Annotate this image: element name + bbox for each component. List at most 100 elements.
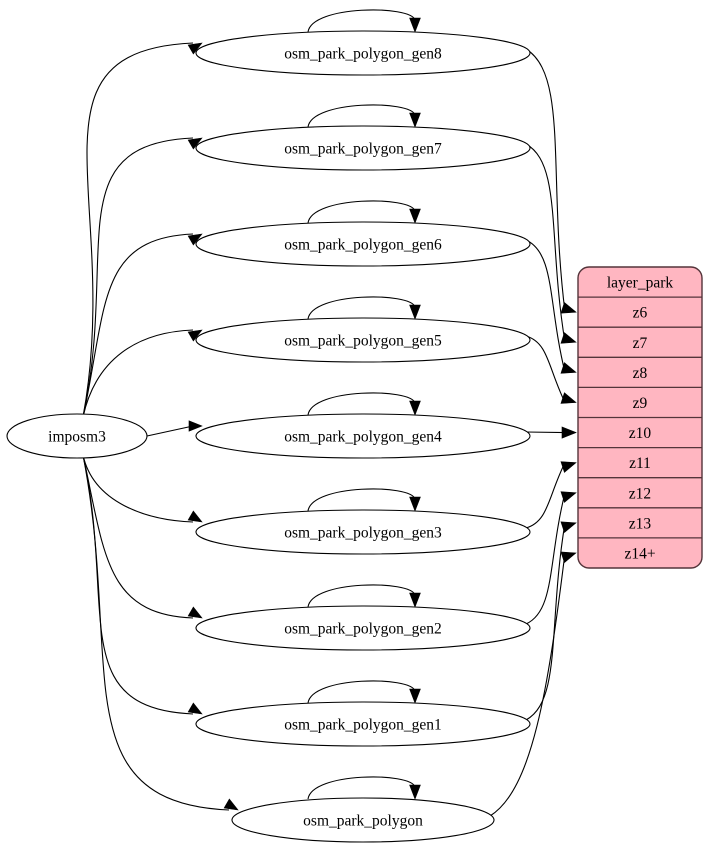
arrowhead-imposm3-to-osm_park_polygon_gen2 bbox=[187, 606, 203, 619]
arrowhead-self-loop-osm_park_polygon bbox=[409, 784, 421, 800]
table-row-z8[interactable]: z8 bbox=[633, 365, 648, 382]
edge-imposm3-to-osm_park_polygon_gen3 bbox=[82, 454, 194, 523]
arrowhead-self-loop-osm_park_polygon_gen5 bbox=[409, 304, 421, 320]
table-row-z12[interactable]: z12 bbox=[629, 485, 651, 502]
node-imposm3-label: imposm3 bbox=[48, 429, 106, 446]
arrowhead-imposm3-to-osm_park_polygon_gen7 bbox=[187, 137, 203, 150]
table-row-z6[interactable]: z6 bbox=[633, 305, 648, 322]
arrowhead-self-loop-osm_park_polygon_gen1 bbox=[409, 688, 421, 704]
arrowhead-self-loop-osm_park_polygon_gen2 bbox=[409, 592, 421, 608]
arrowhead-osm_park_polygon_gen4-to-z10 bbox=[561, 426, 577, 439]
node-osm_park_polygon_gen7-shape[interactable] bbox=[195, 125, 531, 171]
table-title: layer_park bbox=[607, 275, 674, 292]
edge-imposm3-to-osm_park_polygon_gen4 bbox=[146, 425, 194, 437]
arrowhead-imposm3-to-osm_park_polygon bbox=[223, 798, 239, 811]
node-osm_park_polygon_gen7-label: osm_park_polygon_gen7 bbox=[284, 141, 442, 158]
table-row-z14+[interactable]: z14+ bbox=[624, 545, 655, 562]
edge-osm_park_polygon_gen7-to-z7 bbox=[525, 143, 566, 343]
node-osm_park_polygon_gen2-label: osm_park_polygon_gen2 bbox=[284, 621, 442, 638]
node-osm_park_polygon_gen8-shape[interactable] bbox=[195, 30, 531, 76]
self-loop-osm_park_polygon_gen6 bbox=[307, 200, 416, 224]
edge-imposm3-to-osm_park_polygon_gen8 bbox=[82, 42, 194, 418]
node-osm_park_polygon_gen3[interactable]: osm_park_polygon_gen3 bbox=[195, 509, 531, 555]
arrowhead-imposm3-to-osm_park_polygon_gen4 bbox=[188, 420, 203, 432]
node-osm_park_polygon-label: osm_park_polygon bbox=[303, 813, 423, 830]
arrowhead-self-loop-osm_park_polygon_gen8 bbox=[409, 17, 421, 33]
arrowhead-imposm3-to-osm_park_polygon_gen5 bbox=[187, 329, 203, 342]
node-imposm3[interactable]: imposm3 bbox=[6, 413, 148, 459]
edge-osm_park_polygon_gen8-to-z6 bbox=[525, 48, 566, 313]
edge-imposm3-to-osm_park_polygon bbox=[82, 454, 230, 811]
node-osm_park_polygon-shape[interactable] bbox=[231, 797, 495, 843]
arrowhead-osm_park_polygon-to-z14+ bbox=[560, 551, 577, 564]
table-row-z10[interactable]: z10 bbox=[629, 425, 652, 442]
arrowhead-osm_park_polygon_gen2-to-z12 bbox=[560, 491, 577, 503]
edge-osm_park_polygon_gen5-to-z9 bbox=[525, 335, 566, 403]
node-osm_park_polygon_gen3-label: osm_park_polygon_gen3 bbox=[284, 525, 442, 542]
edge-osm_park_polygon_gen1-to-z13 bbox=[525, 522, 566, 721]
node-osm_park_polygon_gen4[interactable]: osm_park_polygon_gen4 bbox=[195, 413, 531, 459]
self-loop-osm_park_polygon_gen1 bbox=[307, 680, 416, 704]
node-osm_park_polygon_gen8[interactable]: osm_park_polygon_gen8 bbox=[195, 30, 531, 76]
node-osm_park_polygon_gen2[interactable]: osm_park_polygon_gen2 bbox=[195, 605, 531, 651]
arrowhead-self-loop-osm_park_polygon_gen6 bbox=[409, 208, 421, 224]
node-osm_park_polygon_gen1-label: osm_park_polygon_gen1 bbox=[284, 717, 442, 734]
self-loop-osm_park_polygon_gen3 bbox=[307, 488, 416, 512]
node-osm_park_polygon_gen4-label: osm_park_polygon_gen4 bbox=[284, 429, 442, 446]
arrowhead-osm_park_polygon_gen3-to-z11 bbox=[560, 461, 577, 473]
node-osm_park_polygon_gen3-shape[interactable] bbox=[195, 509, 531, 555]
arrowhead-self-loop-osm_park_polygon_gen4 bbox=[409, 400, 421, 416]
node-osm_park_polygon_gen1[interactable]: osm_park_polygon_gen1 bbox=[195, 701, 531, 747]
arrowhead-osm_park_polygon_gen6-to-z8 bbox=[560, 362, 577, 374]
node-osm_park_polygon_gen1-shape[interactable] bbox=[195, 701, 531, 747]
table-row-z13[interactable]: z13 bbox=[629, 515, 652, 532]
arrowhead-self-loop-osm_park_polygon_gen3 bbox=[409, 496, 421, 512]
node-osm_park_polygon_gen5-shape[interactable] bbox=[195, 317, 531, 363]
arrowhead-osm_park_polygon_gen1-to-z13 bbox=[560, 521, 577, 534]
table-row-z11[interactable]: z11 bbox=[629, 455, 651, 472]
arrowhead-osm_park_polygon_gen7-to-z7 bbox=[560, 332, 577, 344]
self-loop-osm_park_polygon bbox=[307, 776, 416, 800]
node-osm_park_polygon_gen7[interactable]: osm_park_polygon_gen7 bbox=[195, 125, 531, 171]
self-loop-osm_park_polygon_gen2 bbox=[307, 584, 416, 608]
arrowhead-self-loop-osm_park_polygon_gen7 bbox=[409, 112, 421, 128]
self-loop-osm_park_polygon_gen7 bbox=[307, 104, 416, 128]
node-imposm3-shape[interactable] bbox=[6, 413, 148, 459]
edge-osm_park_polygon_gen2-to-z12 bbox=[525, 492, 566, 625]
node-osm_park_polygon_gen2-shape[interactable] bbox=[195, 605, 531, 651]
layer-park-table[interactable]: layer_park z6 z7 z8 z9 z10 z11 z12 z13 z14+ bbox=[577, 266, 703, 569]
table-group: layer_park z6 z7 z8 z9 z10 z11 z12 z13 z14+ bbox=[577, 266, 703, 569]
node-osm_park_polygon_gen6[interactable]: osm_park_polygon_gen6 bbox=[195, 221, 531, 267]
arrowhead-osm_park_polygon_gen5-to-z9 bbox=[560, 392, 577, 404]
edge-osm_park_polygon-to-z14+ bbox=[489, 552, 566, 817]
arrowhead-imposm3-to-osm_park_polygon_gen8 bbox=[187, 42, 203, 55]
self-loop-osm_park_polygon_gen5 bbox=[307, 296, 416, 320]
node-osm_park_polygon_gen5[interactable]: osm_park_polygon_gen5 bbox=[195, 317, 531, 363]
node-osm_park_polygon_gen6-label: osm_park_polygon_gen6 bbox=[284, 237, 442, 254]
arrowhead-imposm3-to-osm_park_polygon_gen3 bbox=[187, 510, 203, 523]
table-row-z7[interactable]: z7 bbox=[633, 335, 648, 352]
arrowhead-imposm3-to-osm_park_polygon_gen1 bbox=[187, 702, 203, 715]
node-osm_park_polygon_gen6-shape[interactable] bbox=[195, 221, 531, 267]
node-osm_park_polygon_gen8-label: osm_park_polygon_gen8 bbox=[284, 46, 442, 63]
arrowhead-osm_park_polygon_gen8-to-z6 bbox=[560, 301, 577, 314]
table-row-z9[interactable]: z9 bbox=[633, 395, 648, 412]
edge-imposm3-to-osm_park_polygon_gen1 bbox=[82, 454, 194, 715]
node-osm_park_polygon_gen4-shape[interactable] bbox=[195, 413, 531, 459]
node-osm_park_polygon_gen5-label: osm_park_polygon_gen5 bbox=[284, 333, 442, 350]
self-loop-group bbox=[307, 9, 421, 800]
self-loop-osm_park_polygon_gen4 bbox=[307, 392, 416, 416]
edge-osm_park_polygon_gen6-to-z8 bbox=[525, 239, 566, 373]
edges-to-table-group bbox=[489, 48, 577, 817]
node-osm_park_polygon[interactable]: osm_park_polygon bbox=[231, 797, 495, 843]
arrowhead-imposm3-to-osm_park_polygon_gen6 bbox=[187, 233, 203, 246]
edges-from-source-group bbox=[82, 42, 239, 811]
edge-osm_park_polygon_gen3-to-z11 bbox=[525, 462, 566, 529]
edge-osm_park_polygon_gen4-to-z10 bbox=[525, 431, 566, 434]
self-loop-osm_park_polygon_gen8 bbox=[307, 9, 416, 33]
edge-imposm3-to-osm_park_polygon_gen2 bbox=[82, 454, 194, 619]
edge-imposm3-to-osm_park_polygon_gen7 bbox=[82, 137, 194, 418]
nodes-group: imposm3 osm_park_polygon_gen8 osm_park_pol… bbox=[6, 30, 531, 843]
